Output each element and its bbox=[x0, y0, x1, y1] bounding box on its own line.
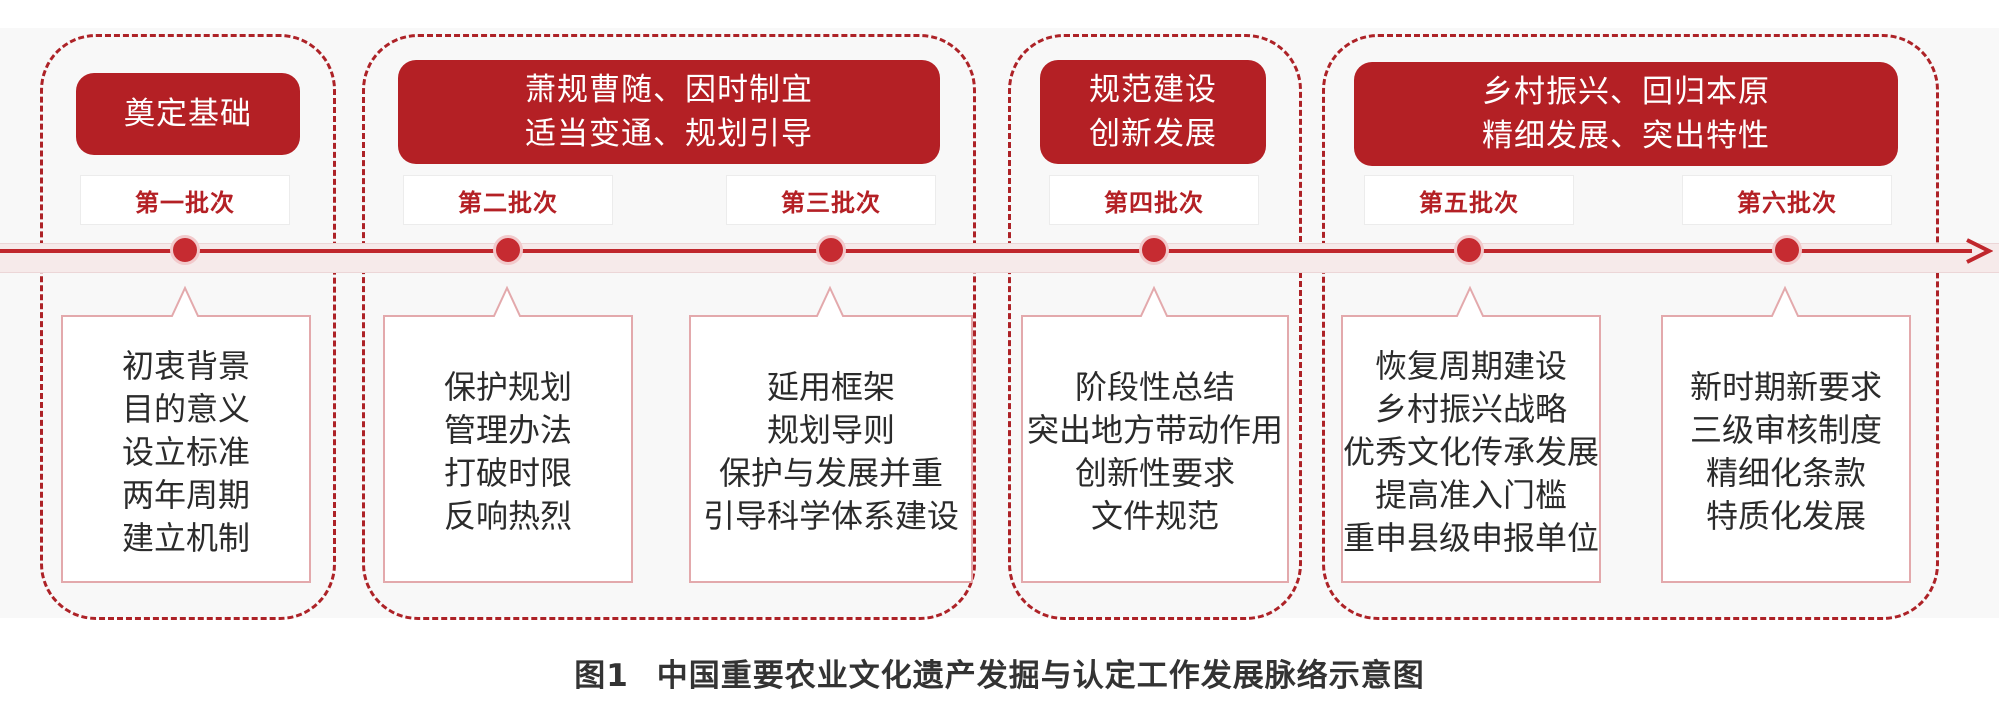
callout-bubble-3: 延用框架 规划导则 保护与发展并重 引导科学体系建设 bbox=[684, 282, 978, 588]
bubble-item: 两年周期 bbox=[121, 475, 250, 514]
theme-line: 规范建设 bbox=[1089, 72, 1217, 108]
bubble-item: 提高准入门槛 bbox=[1374, 475, 1567, 514]
timeline-node-3 bbox=[816, 235, 846, 265]
batch-label-3: 第三批次 bbox=[726, 175, 936, 225]
bubble-item: 特质化发展 bbox=[1705, 497, 1866, 535]
batch-label-2: 第二批次 bbox=[403, 175, 613, 225]
timeline-node-1 bbox=[170, 235, 200, 265]
callout-bubble-4: 阶段性总结 突出地方带动作用 创新性要求 文件规范 bbox=[1016, 282, 1294, 588]
timeline-arrow-icon bbox=[1966, 238, 1993, 264]
theme-header-3: 规范建设 创新发展 bbox=[1040, 60, 1266, 164]
bubble-item: 阶段性总结 bbox=[1074, 368, 1235, 406]
theme-line: 奠定基础 bbox=[124, 96, 252, 132]
bubble-item: 突出地方带动作用 bbox=[1026, 411, 1283, 449]
bubble-item: 恢复周期建设 bbox=[1374, 346, 1567, 385]
bubble-item: 打破时限 bbox=[443, 454, 572, 492]
callout-bubble-5: 恢复周期建设 乡村振兴战略 优秀文化传承发展 提高准入门槛 重申县级申报单位 bbox=[1336, 282, 1606, 588]
callout-frame bbox=[689, 285, 973, 583]
group-frame-1 bbox=[40, 34, 336, 620]
bubble-item: 设立标准 bbox=[121, 432, 250, 471]
bubble-item: 保护与发展并重 bbox=[718, 454, 943, 492]
bubble-item: 目的意义 bbox=[121, 389, 250, 428]
bubble-item: 优秀文化传承发展 bbox=[1342, 432, 1599, 471]
batch-label-5: 第五批次 bbox=[1364, 175, 1574, 225]
group-frame-2 bbox=[362, 34, 976, 620]
timeline-line bbox=[0, 249, 1972, 253]
bubble-item: 引导科学体系建设 bbox=[702, 497, 959, 535]
figure-caption: 图1 中国重要农业文化遗产发掘与认定工作发展脉络示意图 bbox=[0, 650, 1999, 695]
theme-header-2: 萧规曹随、因时制宜 适当变通、规划引导 bbox=[398, 60, 940, 164]
bubble-item: 重申县级申报单位 bbox=[1342, 518, 1599, 557]
group-frame-3 bbox=[1008, 34, 1302, 620]
batch-label-4: 第四批次 bbox=[1049, 175, 1259, 225]
theme-line: 适当变通、规划引导 bbox=[525, 116, 813, 152]
theme-header-1: 奠定基础 bbox=[76, 73, 300, 155]
callout-frame bbox=[1021, 285, 1289, 583]
bubble-item: 建立机制 bbox=[121, 518, 250, 557]
theme-line: 萧规曹随、因时制宜 bbox=[525, 72, 813, 108]
bubble-item: 三级审核制度 bbox=[1689, 411, 1882, 449]
theme-line: 精细发展、突出特性 bbox=[1482, 118, 1770, 154]
callout-frame bbox=[61, 285, 311, 583]
theme-line: 乡村振兴、回归本原 bbox=[1482, 74, 1770, 110]
figure-label: 图1 bbox=[574, 658, 629, 694]
batch-label-6: 第六批次 bbox=[1682, 175, 1892, 225]
bubble-item: 反响热烈 bbox=[443, 497, 572, 535]
bubble-item: 精细化条款 bbox=[1705, 454, 1866, 492]
callout-frame bbox=[1661, 285, 1911, 583]
bubble-item: 文件规范 bbox=[1090, 497, 1219, 535]
timeline-node-5 bbox=[1454, 235, 1484, 265]
theme-header-4: 乡村振兴、回归本原 精细发展、突出特性 bbox=[1354, 62, 1898, 166]
group-frame-4 bbox=[1322, 34, 1939, 620]
batch-label-1: 第一批次 bbox=[80, 175, 290, 225]
timeline-node-4 bbox=[1139, 235, 1169, 265]
timeline-band bbox=[0, 243, 1999, 273]
figure-title: 中国重要农业文化遗产发掘与认定工作发展脉络示意图 bbox=[656, 658, 1425, 694]
bubble-item: 新时期新要求 bbox=[1689, 368, 1882, 406]
timeline-node-2 bbox=[493, 235, 523, 265]
callout-frame bbox=[383, 285, 633, 583]
timeline-node-6 bbox=[1772, 235, 1802, 265]
callout-bubble-1: 初衷背景 目的意义 设立标准 两年周期 建立机制 bbox=[56, 282, 316, 588]
theme-line: 创新发展 bbox=[1089, 116, 1217, 152]
callout-bubble-6: 新时期新要求 三级审核制度 精细化条款 特质化发展 bbox=[1656, 282, 1916, 588]
callout-frame bbox=[1341, 285, 1601, 583]
bubble-item: 管理办法 bbox=[443, 411, 572, 449]
bubble-item: 创新性要求 bbox=[1074, 454, 1235, 492]
bubble-item: 延用框架 bbox=[766, 368, 895, 406]
bubble-item: 初衷背景 bbox=[121, 346, 250, 385]
bubble-item: 乡村振兴战略 bbox=[1374, 389, 1567, 428]
callout-bubble-2: 保护规划 管理办法 打破时限 反响热烈 bbox=[378, 282, 638, 588]
bubble-item: 保护规划 bbox=[443, 368, 572, 406]
bubble-item: 规划导则 bbox=[766, 411, 895, 449]
